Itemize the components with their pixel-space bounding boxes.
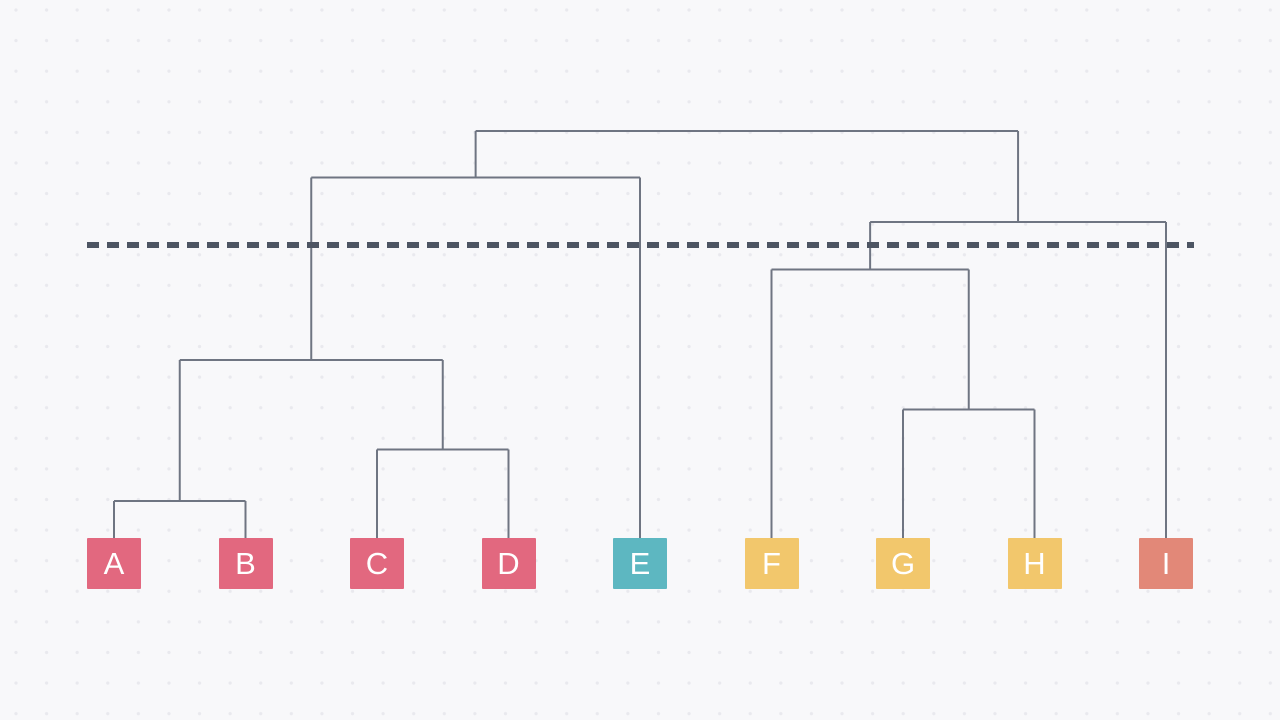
leaf-node-h[interactable]: H <box>1007 537 1062 589</box>
leaf-node-b[interactable]: B <box>218 537 273 589</box>
leaf-node-g[interactable]: G <box>876 537 930 589</box>
leaf-node-e[interactable]: E <box>613 537 667 589</box>
leaf-node-a[interactable]: A <box>87 537 141 589</box>
leaf-node-d[interactable]: D <box>481 537 536 589</box>
dendrogram-branches <box>113 130 1167 540</box>
leaf-node-c[interactable]: C <box>350 537 404 589</box>
leaf-node-i[interactable]: I <box>1139 537 1193 589</box>
leaf-node-f[interactable]: F <box>744 537 799 589</box>
